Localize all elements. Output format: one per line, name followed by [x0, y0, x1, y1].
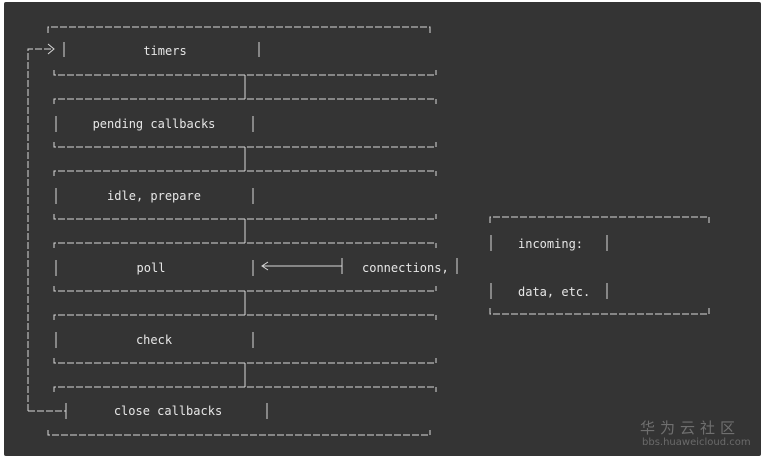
timers-box: [47, 26, 437, 76]
phase-label-poll: poll: [136, 261, 166, 275]
phase-label-idle-prepare: idle, prepare: [107, 189, 201, 203]
phase-label-timers: timers: [143, 44, 187, 58]
watermark-url: bbs.huaweicloud.com: [642, 437, 751, 448]
phase-label-check: check: [135, 333, 173, 347]
close-callbacks-box: [47, 386, 437, 436]
diagram-canvas: [4, 2, 761, 456]
incoming-box: [489, 216, 710, 315]
phase-label-close-callbacks: close callbacks: [113, 404, 223, 418]
data-etc-label: data, etc.: [518, 285, 591, 299]
watermark-brand: 华为云社区: [640, 419, 741, 437]
connections-label: connections,: [362, 261, 449, 275]
check-box: [53, 314, 437, 364]
connections-arrow: [261, 261, 342, 271]
incoming-label: incoming:: [518, 237, 584, 251]
phase-label-pending-callbacks: pending callbacks: [92, 117, 216, 131]
loop-line: [27, 48, 52, 411]
loop-arrowhead: [47, 43, 55, 55]
